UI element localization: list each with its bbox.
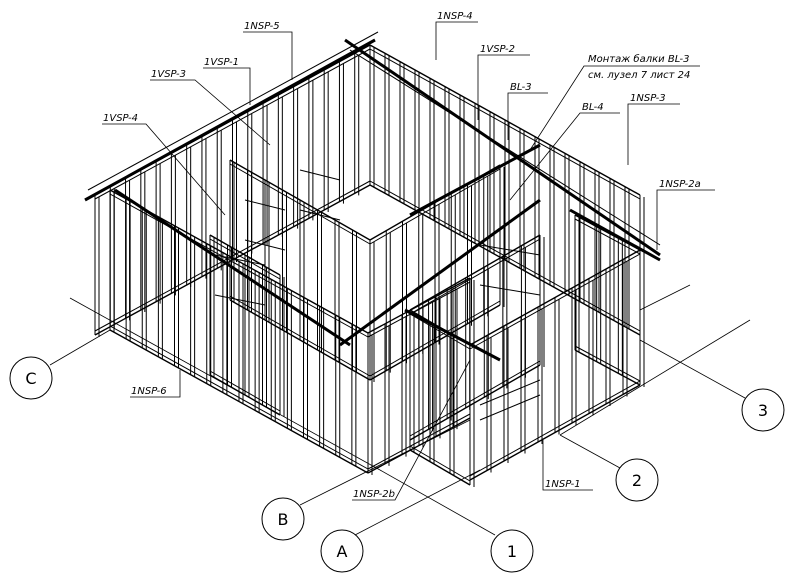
label-bl-4: BL-4 bbox=[582, 102, 604, 113]
axis-bubble-3: 3 bbox=[741, 388, 785, 432]
roof-beam-1nsp-5 bbox=[87, 31, 379, 191]
right-return-wall-bottom-track bbox=[574, 349, 641, 386]
grid-axes bbox=[49, 284, 751, 536]
roof-beam-1nsp-3 bbox=[349, 49, 661, 246]
axis-leader-2 bbox=[559, 434, 621, 469]
right-return-wall-bottom-track bbox=[574, 345, 641, 382]
label-1nsp-2b: 1NSP-2b bbox=[353, 489, 395, 500]
beam-bl-3 bbox=[409, 143, 541, 217]
window-header bbox=[299, 169, 341, 181]
beam-bl-4 bbox=[339, 198, 541, 347]
interior-wall-3-bottom-track bbox=[409, 360, 541, 437]
label-1vsp-1: 1VSP-1 bbox=[204, 57, 239, 68]
label-1vsp-3: 1VSP-3 bbox=[151, 69, 186, 80]
window-header bbox=[214, 254, 266, 266]
label-1nsp-6: 1NSP-6 bbox=[131, 386, 167, 397]
axis-line-2 bbox=[559, 319, 751, 436]
interior-wall-3-top-track bbox=[409, 234, 541, 311]
axis-leader-c bbox=[49, 329, 111, 366]
roof-beam-1vsp-4 bbox=[114, 188, 351, 347]
axis-label-3: 3 bbox=[758, 401, 768, 420]
axis-label-a: A bbox=[337, 542, 348, 561]
window-header bbox=[244, 199, 286, 211]
roof-beam-1nsp-5 bbox=[84, 38, 376, 202]
front-return-wall-bottom-track bbox=[409, 445, 471, 482]
label-bl-3: BL-3 bbox=[510, 82, 532, 93]
axis-label-b: B bbox=[278, 510, 289, 529]
axis-bubble-1: 1 bbox=[490, 529, 534, 573]
window-sill bbox=[214, 294, 266, 306]
right-return-wall-top-track bbox=[574, 218, 641, 255]
door-frame bbox=[479, 379, 541, 406]
door-frame bbox=[479, 394, 541, 421]
axis-bubble-2: 2 bbox=[615, 458, 659, 502]
axis-line-3 bbox=[639, 284, 691, 311]
axis-bubble-c: C bbox=[9, 356, 53, 400]
window-sill bbox=[479, 284, 541, 296]
roof-beam-1nsp-4 bbox=[344, 38, 661, 257]
axis-leader-1 bbox=[379, 469, 496, 536]
label-1vsp-4: 1VSP-4 bbox=[103, 113, 138, 124]
window-header bbox=[479, 244, 541, 256]
interior-wall-3-top-track bbox=[409, 238, 541, 315]
label-1vsp-2: 1VSP-2 bbox=[480, 44, 515, 55]
note-bl3-line1: Монтаж балки BL-3 bbox=[588, 53, 689, 65]
beam-1nsp-2b bbox=[404, 308, 501, 362]
label-1nsp-2a: 1NSP-2a bbox=[659, 179, 701, 190]
callout-leaders bbox=[102, 21, 715, 501]
axis-leader-3 bbox=[639, 339, 746, 399]
axis-leader-a bbox=[354, 469, 481, 536]
label-1nsp-1: 1NSP-1 bbox=[545, 479, 581, 490]
axis-label-2: 2 bbox=[632, 471, 642, 490]
steel-frame bbox=[84, 31, 661, 487]
beam-1nsp-2a bbox=[569, 208, 661, 262]
axis-leader-b bbox=[299, 419, 471, 506]
axis-line-c bbox=[69, 297, 381, 471]
interior-wall-3-bottom-track bbox=[409, 364, 541, 441]
label-1nsp-5: 1NSP-5 bbox=[244, 21, 280, 32]
window-sill bbox=[244, 239, 286, 251]
label-1nsp-3: 1NSP-3 bbox=[630, 93, 666, 104]
window-sill bbox=[299, 209, 341, 221]
axis-label-c: C bbox=[25, 369, 36, 388]
note-bl3-line2: см. лузел 7 лист 24 bbox=[588, 70, 690, 81]
label-1nsp-4: 1NSP-4 bbox=[437, 11, 473, 22]
front-return-wall-top-track bbox=[409, 313, 471, 350]
axis-label-1: 1 bbox=[507, 542, 517, 561]
axis-bubble-b: B bbox=[261, 497, 305, 541]
axis-bubble-a: A bbox=[320, 529, 364, 573]
front-return-wall-bottom-track bbox=[409, 449, 471, 486]
